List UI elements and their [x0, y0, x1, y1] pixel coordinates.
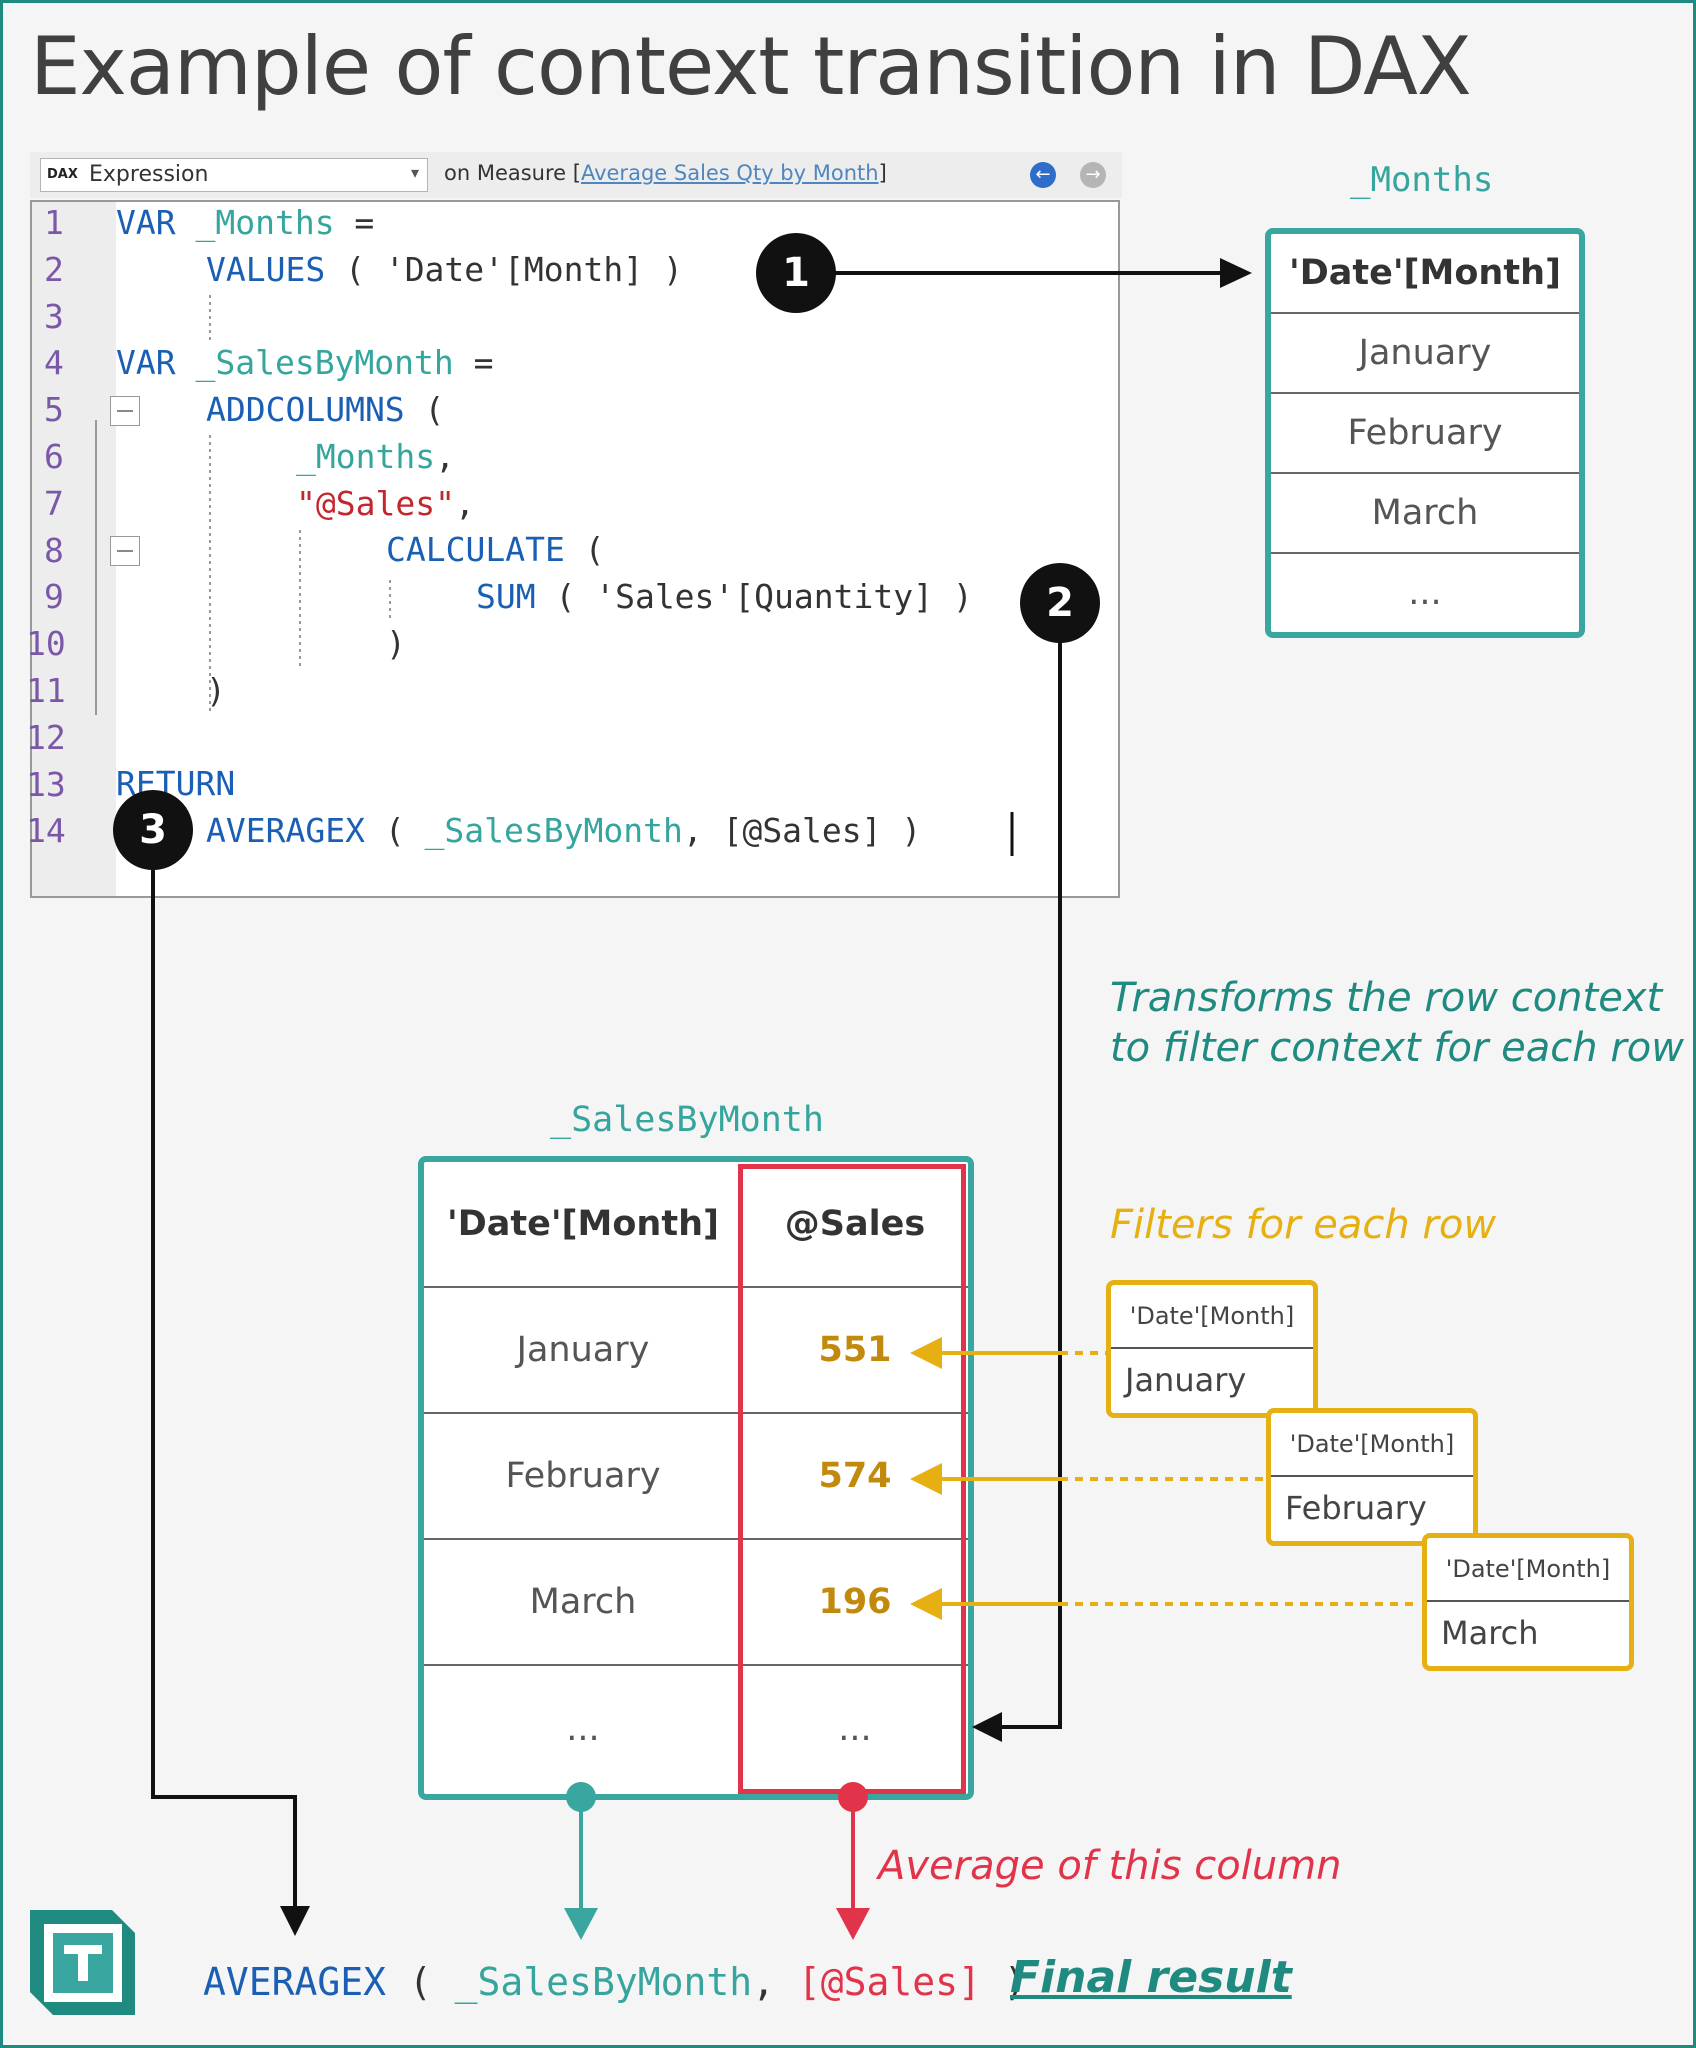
red-arrow-head [836, 1908, 870, 1940]
line-number: 4 [44, 343, 64, 383]
sales-by-month-table: 'Date'[Month] @Sales January 551 Februar… [418, 1156, 974, 1800]
months-table-header: 'Date'[Month] [1271, 234, 1579, 314]
fold-collapse-icon[interactable] [110, 536, 140, 566]
arrow-2-line [1000, 625, 1062, 1729]
sales-table-month-cell: ... [566, 1709, 600, 1749]
line-number: 8 [44, 530, 64, 570]
line-gutter [32, 202, 116, 896]
sales-table-value-cell: 551 [742, 1288, 968, 1414]
arrow-left-icon[interactable]: ← [1030, 162, 1056, 188]
filter-box-header: 'Date'[Month] [1271, 1413, 1473, 1477]
months-table-cell: ... [1408, 573, 1442, 613]
filter-box-value: March [1441, 1614, 1539, 1652]
months-table-cell: February [1271, 394, 1579, 474]
filters-note: Filters for each row [1110, 1202, 1497, 1248]
dropdown-value: Expression [89, 162, 209, 187]
dax-label: DAX [47, 167, 78, 182]
arrow-1-head [1220, 258, 1252, 288]
transforms-note-line-1: Transforms the row context [1110, 975, 1663, 1021]
sales-table-month-cell: February [424, 1414, 742, 1540]
line-number: 5 [44, 390, 64, 430]
line-number: 3 [44, 296, 64, 336]
logo-icon [30, 1910, 135, 2015]
months-table-cell: March [1271, 474, 1579, 554]
line-number: 1 [44, 203, 64, 242]
months-table-cell: January [1271, 314, 1579, 394]
measure-link[interactable]: Average Sales Qty by Month [580, 161, 879, 185]
code-line-6: _Months, [296, 437, 455, 476]
code-line-7: "@Sales", [296, 484, 475, 523]
expression-dropdown[interactable]: DAX Expression ▾ [40, 158, 428, 192]
filter-box-header: 'Date'[Month] [1111, 1285, 1313, 1349]
code-line-10: ) [386, 624, 406, 663]
average-note: Average of this column [878, 1843, 1342, 1889]
editor-toolbar: DAX Expression ▾ on Measure [Average Sal… [30, 152, 1122, 198]
months-table: 'Date'[Month] January February March ... [1265, 228, 1585, 638]
teal-arrow-head [564, 1908, 598, 1940]
arrow-right-icon[interactable]: → [1080, 162, 1106, 188]
line-number: 2 [44, 249, 64, 289]
page-title: Example of context transition in DAX [30, 20, 1472, 113]
code-line-5: ADDCOLUMNS ( [206, 390, 445, 429]
filter-box-march: 'Date'[Month] March [1422, 1533, 1634, 1671]
code-line-8: CALCULATE ( [386, 530, 605, 569]
sales-table-month-cell: January [424, 1288, 742, 1414]
code-line-1: VAR _Months = [116, 203, 375, 242]
line-number: 9 [44, 577, 64, 617]
filter-box-january: 'Date'[Month] January [1106, 1280, 1318, 1418]
line-number: 6 [44, 437, 64, 476]
line-number: 12 [26, 717, 66, 757]
fold-collapse-icon[interactable] [110, 396, 140, 426]
sales-table-value-cell: 196 [742, 1540, 968, 1666]
sales-table-month-cell: March [424, 1540, 742, 1666]
measure-label: on Measure [Average Sales Qty by Month] [444, 161, 887, 185]
line-number: 11 [26, 671, 66, 710]
sales-table-value-cell: 574 [742, 1414, 968, 1540]
code-line-14: AVERAGEX ( _SalesByMonth, [@Sales] ) [206, 811, 922, 850]
filter-arrow-head [910, 1337, 942, 1369]
indent-guides [209, 295, 391, 715]
code-line-4: VAR _SalesByMonth = [116, 343, 494, 382]
final-result-label: Final result [1010, 1952, 1292, 2003]
chevron-down-icon: ▾ [410, 163, 419, 182]
step-badge-2: 2 [1020, 563, 1100, 643]
sales-table-header: @Sales [742, 1162, 968, 1288]
code-editor[interactable] [30, 200, 1120, 898]
filter-box-february: 'Date'[Month] February [1266, 1408, 1478, 1546]
filter-arrows [938, 1351, 1420, 1606]
sales-table-header: 'Date'[Month] [424, 1162, 742, 1288]
code-line-2: VALUES ( 'Date'[Month] ) [206, 250, 683, 289]
arrow-3-line [151, 870, 297, 1908]
arrow-2-head [972, 1712, 1002, 1742]
measure-prefix: on Measure [ [444, 161, 581, 185]
sales-table-value-cell: ... [838, 1709, 872, 1749]
filter-arrow-head [910, 1463, 942, 1495]
line-number: 10 [26, 624, 66, 664]
code-line-9: SUM ( 'Sales'[Quantity] ) [476, 577, 973, 616]
measure-suffix: ] [878, 161, 887, 185]
months-table-title: _Months [1350, 160, 1494, 200]
filter-box-header: 'Date'[Month] [1427, 1538, 1629, 1602]
filter-box-value: January [1125, 1361, 1247, 1399]
line-number: 14 [26, 811, 66, 851]
transforms-note-line-2: to filter context for each row [1110, 1025, 1684, 1071]
bottom-formula: AVERAGEX ( _SalesByMonth, [@Sales] ) [203, 1960, 1027, 2004]
line-number: 13 [26, 764, 66, 804]
sales-table-title: _SalesByMonth [550, 1100, 824, 1140]
filter-box-value: February [1285, 1489, 1427, 1527]
line-number: 7 [44, 483, 64, 523]
step-badge-3: 3 [113, 790, 193, 870]
step-badge-1: 1 [756, 233, 836, 313]
filter-arrow-head [910, 1588, 942, 1620]
arrow-3-head [280, 1906, 310, 1936]
